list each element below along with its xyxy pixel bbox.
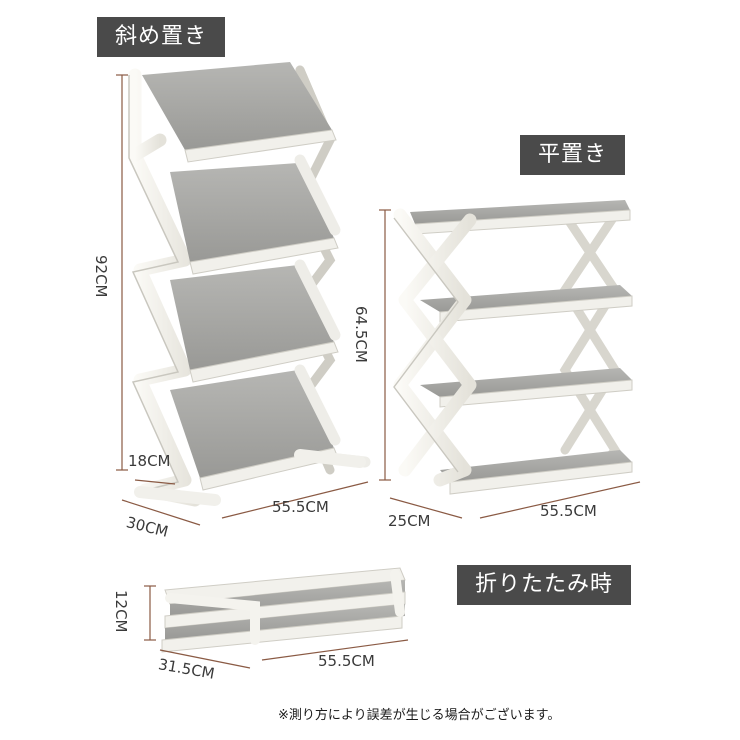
dimension-lines	[116, 74, 641, 669]
flat-width-label: 55.5CM	[540, 502, 597, 520]
folded-label: 折りたたみ時	[457, 565, 632, 605]
tilted-shelf-1	[142, 62, 337, 163]
tilted-shelf-3	[170, 265, 339, 383]
tilted-label: 斜め置き	[97, 17, 226, 57]
tilted-shelf-2	[170, 163, 339, 275]
flat-depth-label: 25CM	[388, 512, 431, 530]
tilted-width-label: 55.5CM	[272, 498, 329, 516]
tilted-depth-small-label: 18CM	[128, 452, 171, 470]
folded-height-label: 12CM	[112, 590, 130, 633]
measurement-note: ※測り方により誤差が生じる場合がございます。	[278, 708, 561, 723]
tilted-rack	[128, 62, 371, 507]
flat-shelf-2	[420, 285, 633, 323]
flat-label: 平置き	[520, 135, 626, 175]
flat-shelf-1	[410, 200, 631, 235]
flat-rack	[393, 200, 633, 495]
tilted-height-label: 92CM	[92, 255, 110, 298]
folded-width-label: 55.5CM	[318, 652, 375, 670]
flat-shelf-4	[440, 450, 633, 495]
flat-height-label: 64.5CM	[352, 306, 370, 363]
folded-rack	[161, 567, 406, 653]
